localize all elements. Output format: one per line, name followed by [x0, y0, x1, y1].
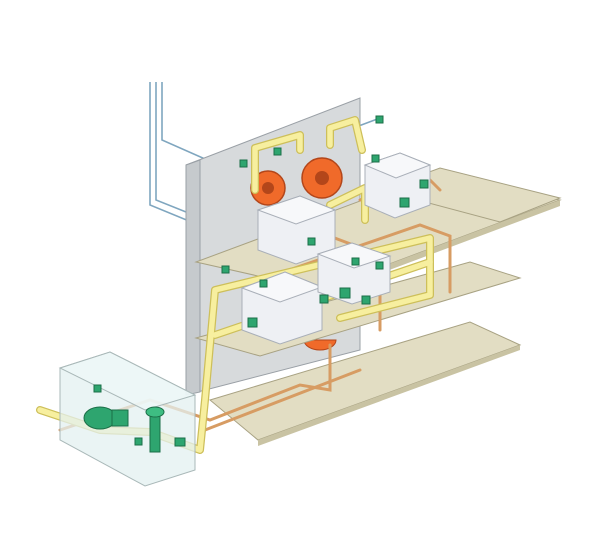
- valve-icon: [273, 147, 282, 156]
- main-pipe-top-right: [327, 117, 365, 153]
- valve-icon: [339, 287, 351, 299]
- tank-icon: [240, 271, 324, 345]
- pump-skid: [58, 351, 197, 487]
- valve-icon: [361, 295, 371, 305]
- pump-icon: [83, 406, 129, 430]
- valve-icon: [399, 197, 410, 208]
- tank-icon: [145, 406, 165, 453]
- valve-icon: [375, 261, 384, 270]
- valve-icon: [239, 159, 248, 168]
- main-pipe-top-left: [252, 132, 303, 193]
- valve-icon: [375, 115, 384, 124]
- valve-icon: [419, 179, 429, 189]
- wall-side-face: [185, 159, 201, 396]
- pump-motor-icon: [301, 157, 343, 199]
- lower-deck-edge: [258, 345, 520, 446]
- tank-icon: [363, 152, 432, 219]
- valve-icon: [93, 384, 102, 393]
- valve-icon: [221, 265, 230, 274]
- valve-icon: [174, 437, 186, 447]
- copper-pipe-2: [203, 368, 362, 432]
- valve-icon: [319, 294, 329, 304]
- tank-icon: [256, 195, 337, 265]
- valve-icon: [247, 317, 258, 328]
- valve-icon: [351, 257, 360, 266]
- tank-icon: [316, 242, 392, 305]
- valve-icon: [259, 279, 268, 288]
- pump-motor-icon: [303, 339, 337, 351]
- valve-icon: [371, 154, 380, 163]
- valve-icon: [307, 237, 316, 246]
- tanks: [240, 152, 432, 345]
- skid-top: [58, 351, 197, 411]
- valves: [93, 115, 429, 446]
- valve-icon: [134, 437, 143, 446]
